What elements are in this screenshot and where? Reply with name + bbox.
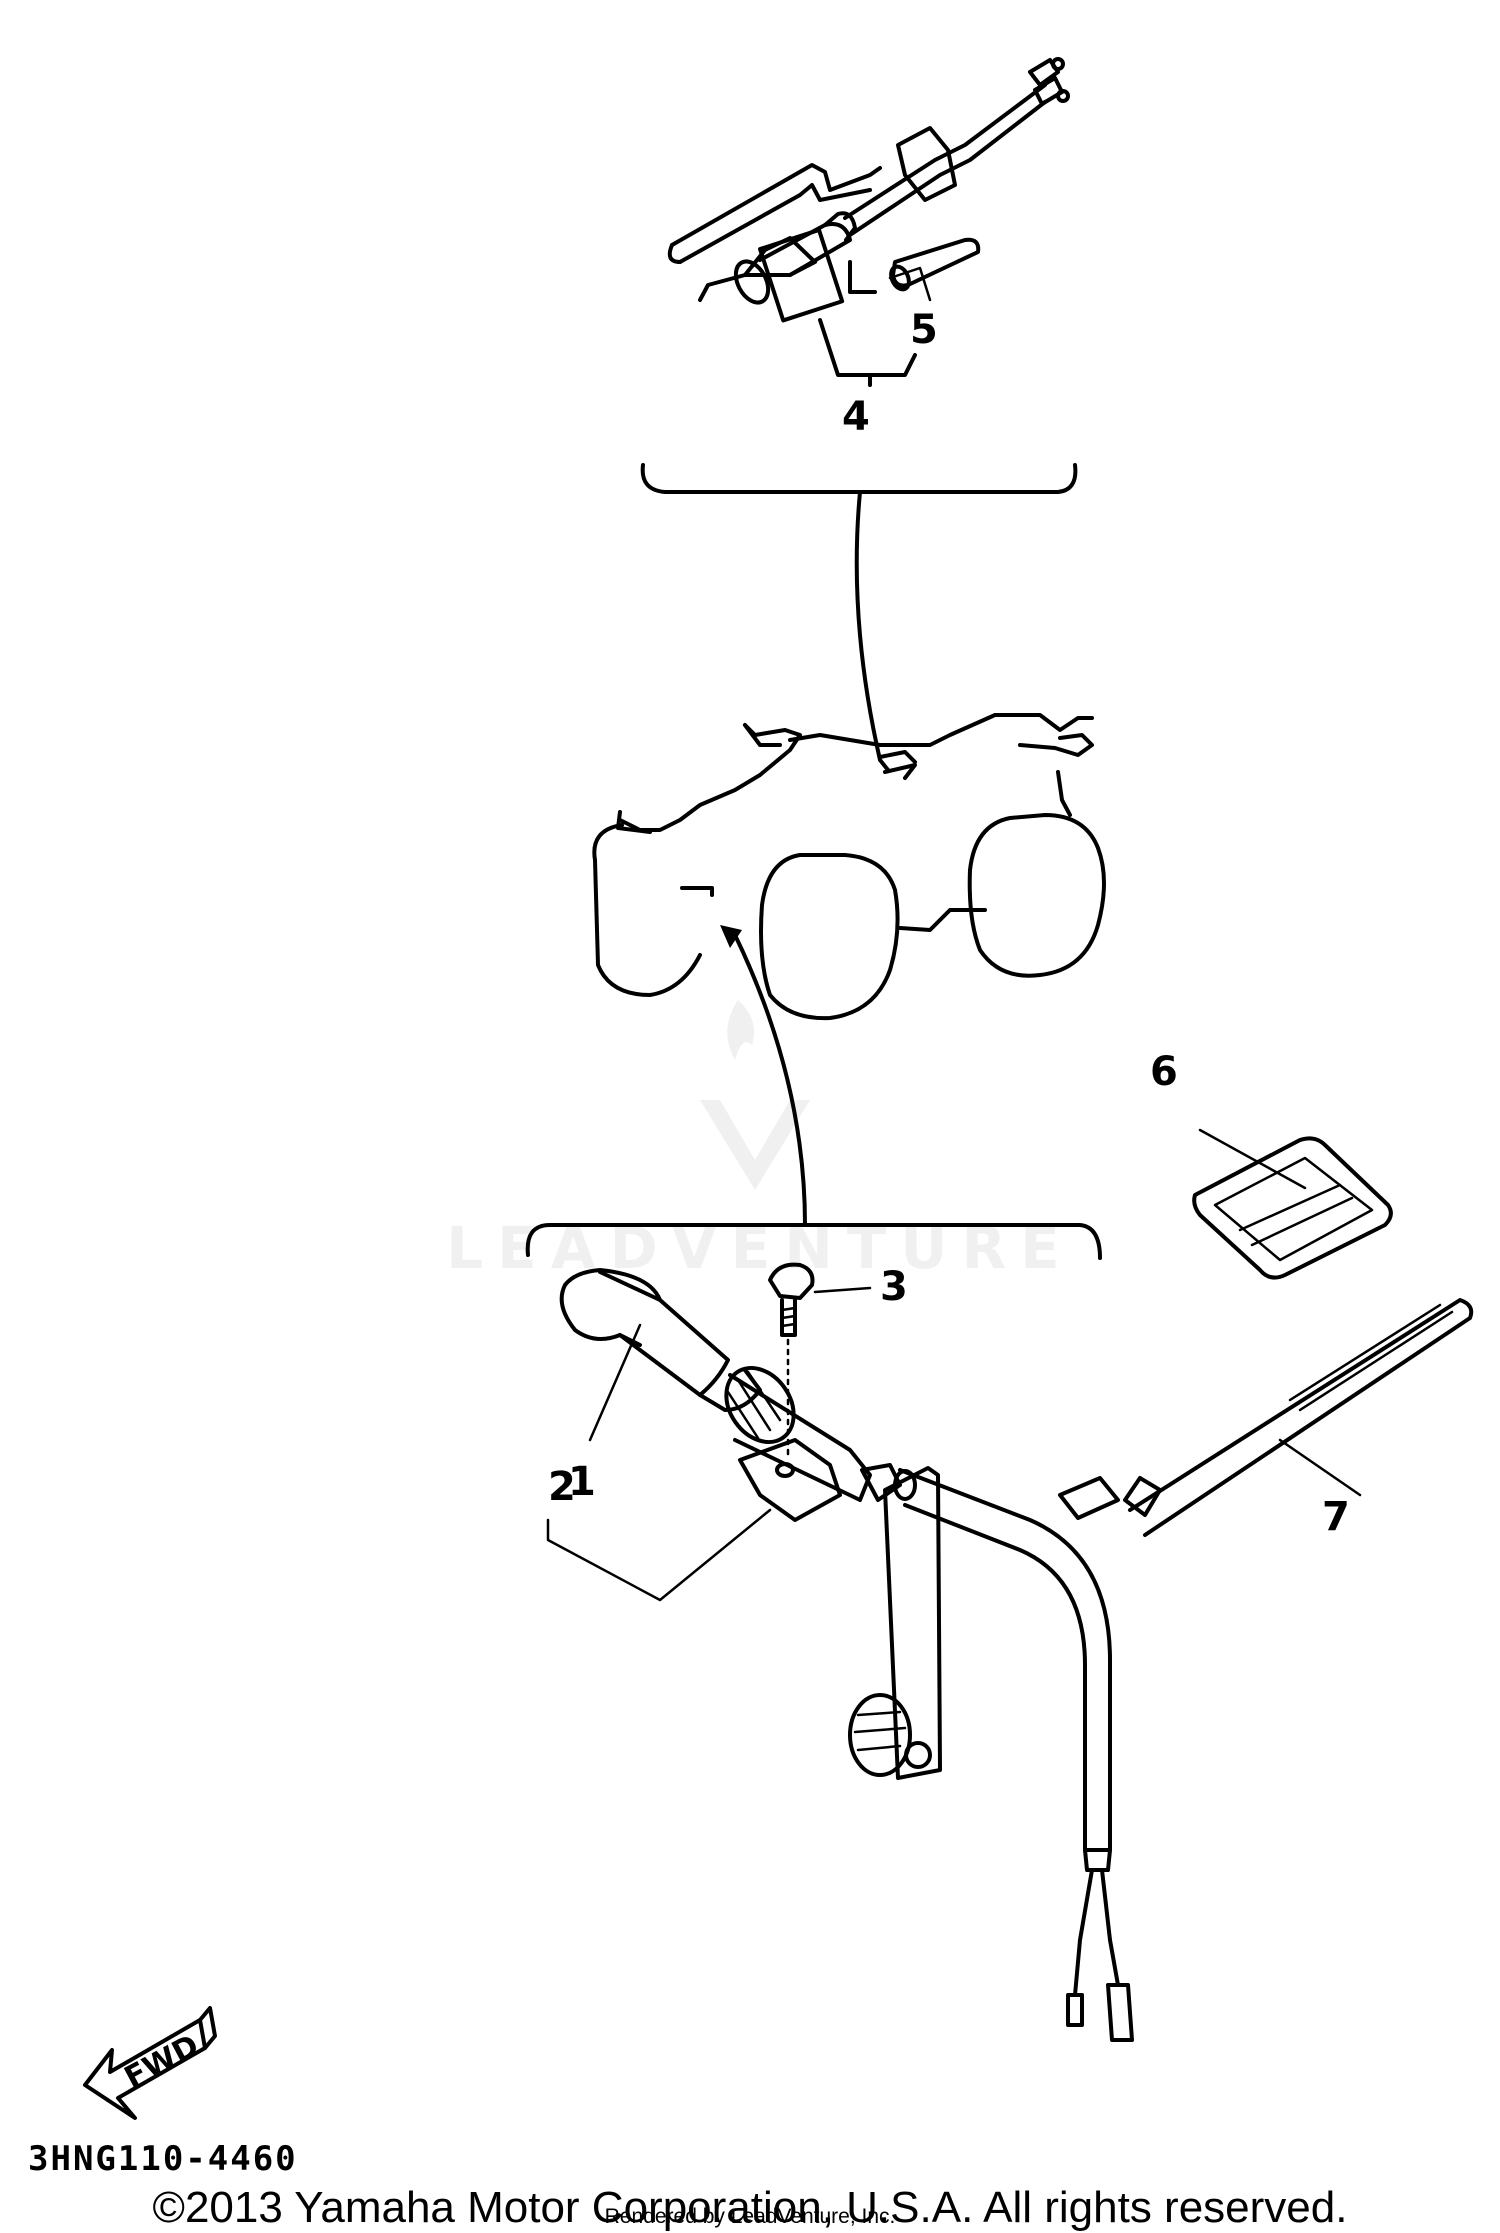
part-3-screw (768, 1262, 815, 1462)
callout-7: 7 (1322, 1494, 1350, 1540)
rendered-by-text: Rendered by LeadVenture, Inc. (604, 2205, 896, 2228)
part-7-cable-tie (1058, 1298, 1474, 1537)
callout-6: 6 (1150, 1049, 1178, 1095)
wire-leads (1066, 1848, 1134, 2042)
callout-leaders (546, 266, 1362, 1602)
harness-assembly (667, 57, 1070, 387)
lower-bracket (525, 1223, 1102, 1260)
part-6-pad (1192, 1136, 1393, 1280)
callout-labels: 1 2 3 4 5 6 7 (548, 307, 1350, 1540)
upper-bracket (640, 463, 1078, 772)
part-1-2-switch (559, 1268, 917, 1522)
atv-outline (592, 713, 1106, 1021)
lower-leader (720, 925, 807, 1227)
leadventure-watermark: LEADVENTURE (446, 1000, 1060, 1282)
callout-2: 2 (548, 1464, 576, 1510)
callout-3: 3 (880, 1264, 908, 1310)
callout-4: 4 (842, 394, 870, 440)
handlebar (848, 1466, 1112, 1852)
fwd-arrow: FWD (83, 2006, 217, 2120)
part-code: 3HNG110-4460 (28, 2139, 298, 2179)
callout-5: 5 (910, 307, 938, 353)
fwd-label: FWD (119, 2028, 205, 2096)
callout-1: 1 (568, 1459, 596, 1505)
copyright-text: ©2013 Yamaha Motor Corporation, U.S.A. A… (152, 2183, 1348, 2232)
